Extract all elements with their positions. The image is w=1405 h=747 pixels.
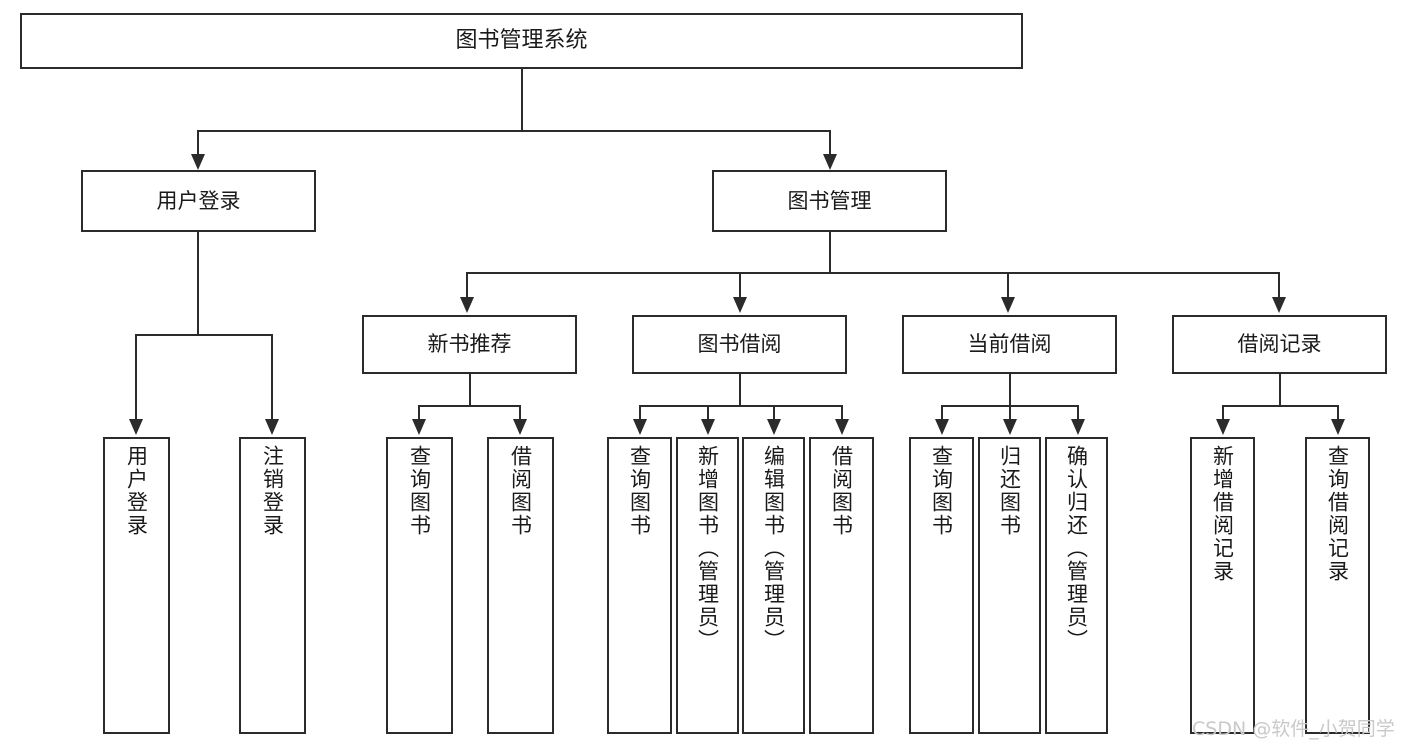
- arrowhead-borrow-record-to-leaf-1: [1216, 419, 1230, 435]
- node-label: 新增图书（管理员）: [695, 445, 720, 652]
- connector-user-login-to-leaf-2: [271, 334, 273, 420]
- connector-book-mgmt-to-current-borrow: [1007, 272, 1009, 298]
- leaf-edit-book-admin[interactable]: 编辑图书（管理员）: [742, 437, 805, 734]
- leaf-query-book-recommend[interactable]: 查询图书: [386, 437, 453, 734]
- node-label: 当前借阅: [967, 332, 1052, 357]
- node-label: 确认归还（管理员）: [1064, 445, 1089, 652]
- node-label: 用户登录: [156, 188, 241, 213]
- connector-book-borrow-to-leaf-2: [707, 405, 709, 421]
- connector-book-mgmt-to-new-book: [466, 272, 468, 298]
- connector-book-borrow-stem: [739, 374, 741, 406]
- connector-book-mgmt-to-book-borrow: [739, 272, 741, 298]
- connector-book-mgmt-to-borrow-record: [1278, 272, 1280, 298]
- node-label: 新书推荐: [427, 332, 512, 357]
- connector-book-borrow-bus: [639, 405, 842, 407]
- node-new-book-recommend[interactable]: 新书推荐: [362, 315, 577, 374]
- connector-book-borrow-to-leaf-4: [841, 405, 843, 421]
- node-label: 查询图书: [929, 445, 954, 537]
- node-label: 查询图书: [407, 445, 432, 537]
- arrowhead-book-borrow-to-leaf-2: [701, 419, 715, 435]
- leaf-add-book-admin[interactable]: 新增图书（管理员）: [676, 437, 739, 734]
- connector-root-bus: [197, 130, 831, 132]
- node-label: 借阅图书: [829, 445, 854, 537]
- connector-root-stem: [521, 69, 523, 131]
- connector-user-login-to-leaf-1: [135, 334, 137, 420]
- connector-borrow-record-stem: [1279, 374, 1281, 406]
- arrowhead-current-borrow-to-leaf-3: [1071, 419, 1085, 435]
- leaf-borrow-book-recommend[interactable]: 借阅图书: [487, 437, 554, 734]
- connector-borrow-record-bus: [1222, 405, 1339, 407]
- arrowhead-root-to-book-mgmt: [823, 154, 837, 170]
- connector-book-mgmt-stem: [829, 232, 831, 273]
- connector-user-login-bus: [135, 334, 271, 336]
- leaf-logout[interactable]: 注销登录: [239, 437, 306, 734]
- node-root-system[interactable]: 图书管理系统: [20, 13, 1023, 69]
- arrowhead-book-borrow-to-leaf-3: [767, 419, 781, 435]
- node-book-management[interactable]: 图书管理: [712, 170, 947, 232]
- node-label: 归还图书: [997, 445, 1022, 537]
- leaf-add-borrow-record[interactable]: 新增借阅记录: [1190, 437, 1255, 734]
- node-label: 编辑图书（管理员）: [761, 445, 786, 652]
- leaf-return-book[interactable]: 归还图书: [978, 437, 1041, 734]
- node-borrow-record[interactable]: 借阅记录: [1172, 315, 1387, 374]
- connector-new-book-to-leaf-2: [519, 405, 521, 421]
- arrowhead-book-mgmt-to-new-book: [460, 297, 474, 313]
- arrowhead-book-borrow-to-leaf-1: [633, 419, 647, 435]
- arrowhead-new-book-to-leaf-2: [513, 419, 527, 435]
- connector-root-to-book-mgmt: [829, 130, 831, 156]
- node-label: 图书管理: [787, 188, 872, 213]
- arrowhead-current-borrow-to-leaf-1: [935, 419, 949, 435]
- arrowhead-book-mgmt-to-book-borrow: [733, 297, 747, 313]
- arrowhead-root-to-user-login: [191, 154, 205, 170]
- connector-current-borrow-to-leaf-2: [1009, 405, 1011, 421]
- arrowhead-user-login-to-leaf-2: [265, 419, 279, 435]
- node-label: 图书管理系统: [455, 28, 588, 54]
- leaf-query-book-current[interactable]: 查询图书: [909, 437, 974, 734]
- node-label: 图书借阅: [697, 332, 782, 357]
- node-label: 借阅记录: [1237, 332, 1322, 357]
- arrowhead-user-login-to-leaf-1: [129, 419, 143, 435]
- leaf-query-borrow-record[interactable]: 查询借阅记录: [1305, 437, 1370, 734]
- arrowhead-borrow-record-to-leaf-2: [1331, 419, 1345, 435]
- csdn-watermark: CSDN @软件_小贺同学: [1192, 718, 1395, 740]
- connector-borrow-record-to-leaf-1: [1222, 405, 1224, 421]
- connector-current-borrow-stem: [1009, 374, 1011, 406]
- connector-root-to-user-login: [197, 130, 199, 156]
- leaf-query-book-borrow[interactable]: 查询图书: [607, 437, 672, 734]
- arrowhead-current-borrow-to-leaf-2: [1003, 419, 1017, 435]
- leaf-borrow-book[interactable]: 借阅图书: [809, 437, 874, 734]
- arrowhead-book-mgmt-to-borrow-record: [1272, 297, 1286, 313]
- node-label: 查询图书: [627, 445, 652, 537]
- connector-borrow-record-to-leaf-2: [1337, 405, 1339, 421]
- connector-current-borrow-to-leaf-1: [941, 405, 943, 421]
- node-label: 借阅图书: [508, 445, 533, 537]
- connector-new-book-bus: [418, 405, 521, 407]
- connector-book-borrow-to-leaf-1: [639, 405, 641, 421]
- node-label: 注销登录: [260, 445, 285, 537]
- connector-book-mgmt-bus: [466, 272, 1278, 274]
- connector-new-book-stem: [469, 374, 471, 406]
- connector-current-borrow-to-leaf-3: [1077, 405, 1079, 421]
- connector-user-login-stem: [197, 232, 199, 335]
- connector-new-book-to-leaf-1: [418, 405, 420, 421]
- arrowhead-new-book-to-leaf-1: [412, 419, 426, 435]
- connector-book-borrow-to-leaf-3: [773, 405, 775, 421]
- leaf-user-login[interactable]: 用户登录: [103, 437, 170, 734]
- leaf-confirm-return-admin[interactable]: 确认归还（管理员）: [1045, 437, 1108, 734]
- node-book-borrow[interactable]: 图书借阅: [632, 315, 847, 374]
- arrowhead-book-borrow-to-leaf-4: [835, 419, 849, 435]
- node-label: 用户登录: [124, 445, 149, 537]
- node-label: 查询借阅记录: [1325, 445, 1350, 583]
- node-current-borrow[interactable]: 当前借阅: [902, 315, 1117, 374]
- node-user-login[interactable]: 用户登录: [81, 170, 316, 232]
- node-label: 新增借阅记录: [1210, 445, 1235, 583]
- arrowhead-book-mgmt-to-current-borrow: [1001, 297, 1015, 313]
